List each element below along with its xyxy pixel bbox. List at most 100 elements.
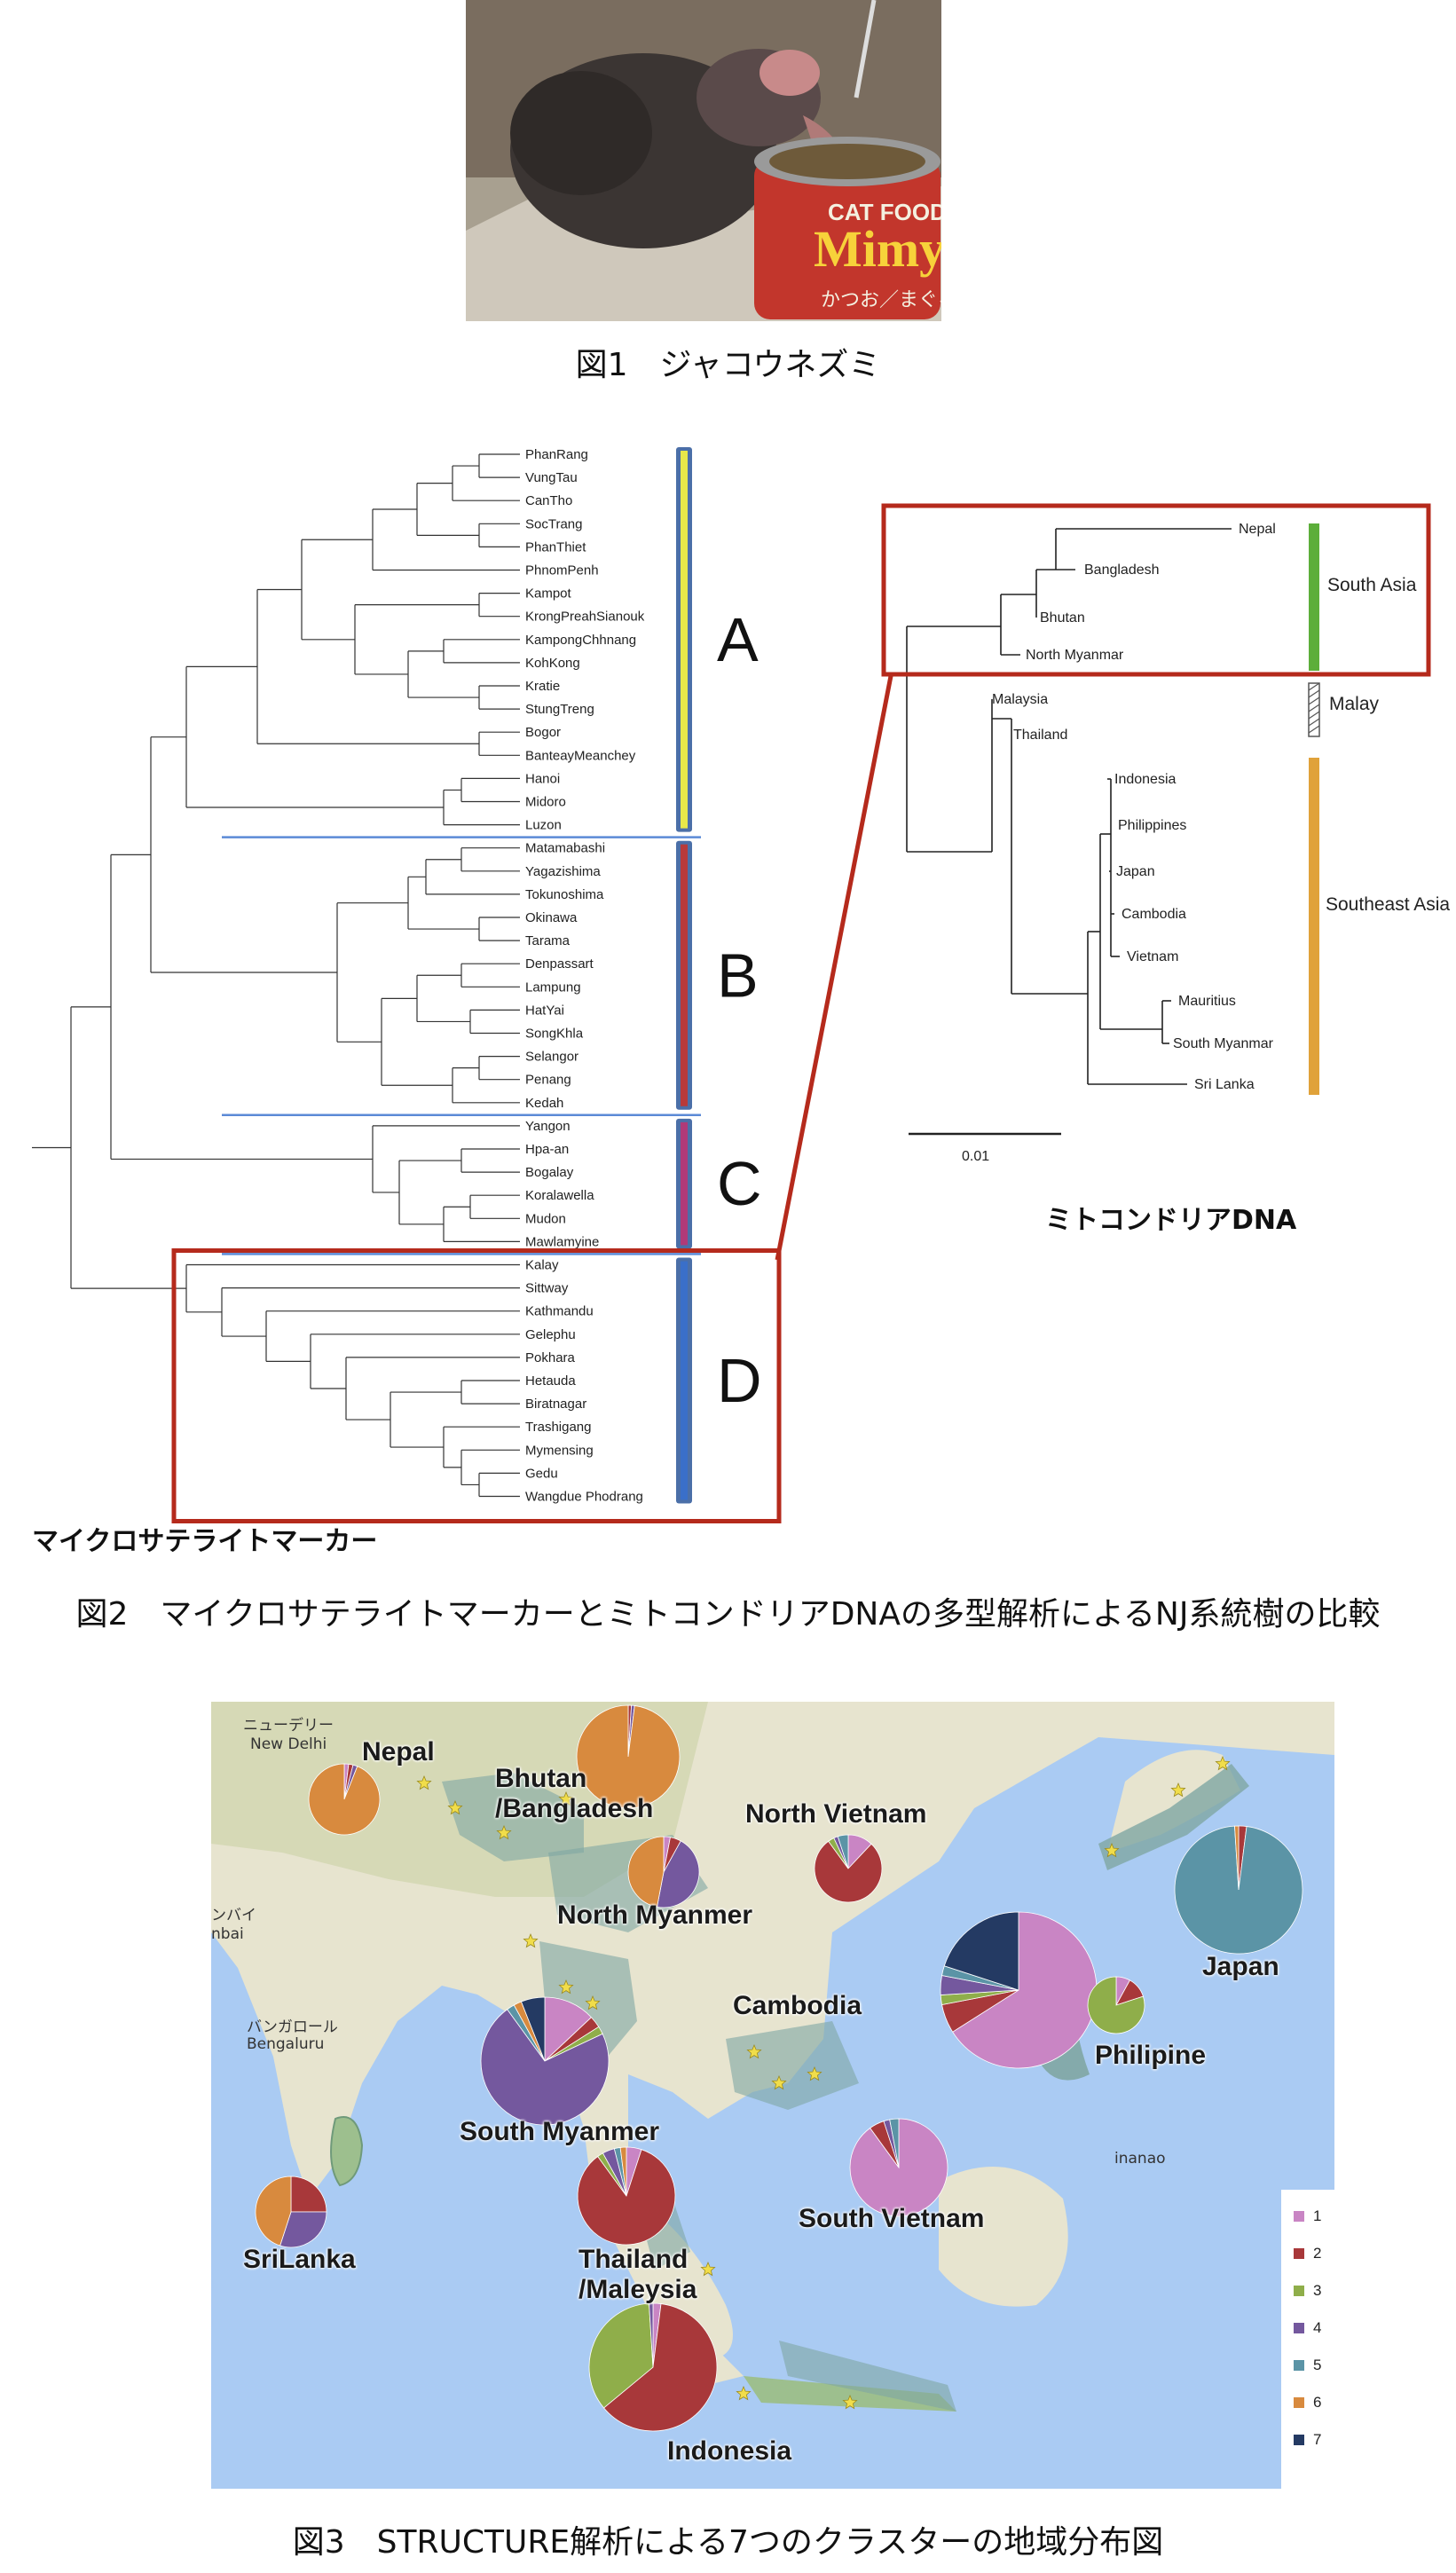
leaf-label: PhanRang [525,447,588,462]
pie-slice [1234,1825,1240,1891]
leaf-label: Kampot [525,586,572,602]
leaf-label: Selangor [525,1050,578,1065]
pie-slice [290,2176,327,2213]
pie-slice [577,2149,676,2246]
malay-hatch [1308,682,1320,691]
highlight-connector [775,675,893,1261]
pie-slice [619,2146,627,2197]
mito-leaf-label: North Myanmar [1026,648,1124,663]
leaf-label: Kedah [525,1096,563,1111]
shrew-photo: CAT FOOD Mimy かつお／まぐろ [466,0,941,321]
microsat-title: マイクロサテライトマーカー [32,1526,378,1557]
figure3-caption: 図3 STRUCTURE解析による7つのクラスターの地域分布図 [292,2524,1164,2561]
mito-leaf-label: Mauritius [1178,994,1236,1009]
leaf-label: Kratie [525,679,560,694]
leaf-label: Wangdue Phodrang [525,1490,643,1505]
structure-map: ニューデリー New Delhi ンバイ nbai バンガロール Bengalu… [211,1702,1334,2489]
sample-star [736,2385,752,2401]
legend-swatch-5 [1294,2360,1304,2371]
legend-label-6: 6 [1313,2394,1322,2411]
cluster-label: D [717,1346,762,1415]
leaf-label: Tokunoshima [525,887,604,902]
leaf-label: Yagazishima [525,864,601,879]
sample-star [1170,1782,1186,1798]
sample-star [771,2074,787,2090]
pie-slice [837,1834,849,1869]
legend-swatch-6 [1294,2397,1304,2408]
legend-swatch-4 [1294,2323,1304,2333]
mito-leaf-label: Sri Lanka [1194,1077,1255,1092]
leaf-label: Matamabashi [525,841,605,856]
region-nepal: Nepal [362,1737,435,1766]
mito-leaf-label: Japan [1116,864,1155,879]
cluster-bar-fill [681,1261,688,1500]
highlight-box-d [171,1248,782,1523]
sample-star [558,1979,574,1995]
sample-star [842,2394,858,2410]
region-srilanka: SriLanka [243,2245,356,2274]
leaf-label: Sittway [525,1281,569,1296]
figure2-trees: PhanRangVungTauCanThoSocTrangPhanThietPh… [32,447,1450,1523]
legend-item-5: 5 [1294,2357,1321,2374]
microsat-tree: PhanRangVungTauCanThoSocTrangPhanThietPh… [32,447,782,1523]
figure2-caption: 図2 マイクロサテライトマーカーとミトコンドリアDNAの多型解析によるNJ系統樹… [75,1596,1381,1633]
leaf-label: KrongPreahSianouk [525,610,645,625]
region-north-vietnam: North Vietnam [745,1799,927,1829]
mito-leaf-label: Nepal [1239,522,1276,537]
cluster-legend: 1 2 3 4 5 6 7 [1281,2190,1334,2489]
leaf-label: Mymensing [525,1443,594,1458]
map-text-mindanao: inanao [1114,2150,1166,2168]
region-south-vietnam: South Vietnam [799,2204,985,2233]
leaf-label: Lampung [525,980,581,995]
pie-slice [520,1996,546,2062]
cluster-label: C [717,1149,762,1218]
sample-star [1215,1755,1231,1771]
cluster-label: A [717,605,759,674]
pie-slice [544,1996,593,2062]
pie-slice [308,1763,381,1836]
leaf-label: CanTho [525,493,572,508]
leaf-label: Penang [525,1073,571,1088]
group-bar-south-asia [1309,523,1319,671]
leaf-label: StungTreng [525,702,594,717]
pie-slice [576,1704,681,1809]
leaf-label: Denpassart [525,956,594,972]
map-base [211,1702,1334,2489]
sample-star [700,2261,716,2277]
can-label-top: CAT FOOD [828,199,941,225]
legend-swatch-3 [1294,2286,1304,2296]
leaf-label: BanteayMeanchey [525,748,636,763]
leaf-label: Okinawa [525,910,578,925]
malay-hatch [1308,704,1320,712]
group-bar-malay [1308,682,1320,737]
region-north-myanmer: North Myanmer [557,1900,753,1930]
pie-slice [279,2211,327,2248]
mito-leaf-label: Philippines [1118,818,1186,833]
pie-slice [649,2302,654,2368]
legend-swatch-1 [1294,2211,1304,2222]
region-indonesia: Indonesia [667,2436,792,2466]
pie-charts [255,1704,1303,2432]
cluster-bar-fill [681,1121,688,1246]
legend-item-3: 3 [1294,2282,1321,2300]
region-bhutan-bangladesh: Bhutan /Bangladesh [495,1764,654,1823]
legend-item-2: 2 [1294,2245,1321,2262]
group-label: Malay [1329,694,1380,714]
leaf-label: KampongChhnang [525,633,636,648]
leaf-label: Hanoi [525,771,560,786]
leaf-label: HatYai [525,1003,564,1018]
legend-label-3: 3 [1313,2282,1322,2299]
malay-hatch [1308,689,1320,698]
can-brand: Mimy [814,220,941,278]
malay-hatch [1308,696,1320,705]
malay-hatch [1308,711,1320,720]
leaf-label: PhanThiet [525,539,586,555]
legend-item-4: 4 [1294,2319,1321,2337]
cluster-bar-fill [681,844,688,1106]
sample-star [558,1790,574,1806]
pie-slice [255,2176,292,2246]
group-label: South Asia [1327,575,1417,595]
legend-label-4: 4 [1313,2319,1322,2336]
leaf-label: Hpa-an [525,1142,569,1157]
legend-label-5: 5 [1313,2357,1322,2373]
